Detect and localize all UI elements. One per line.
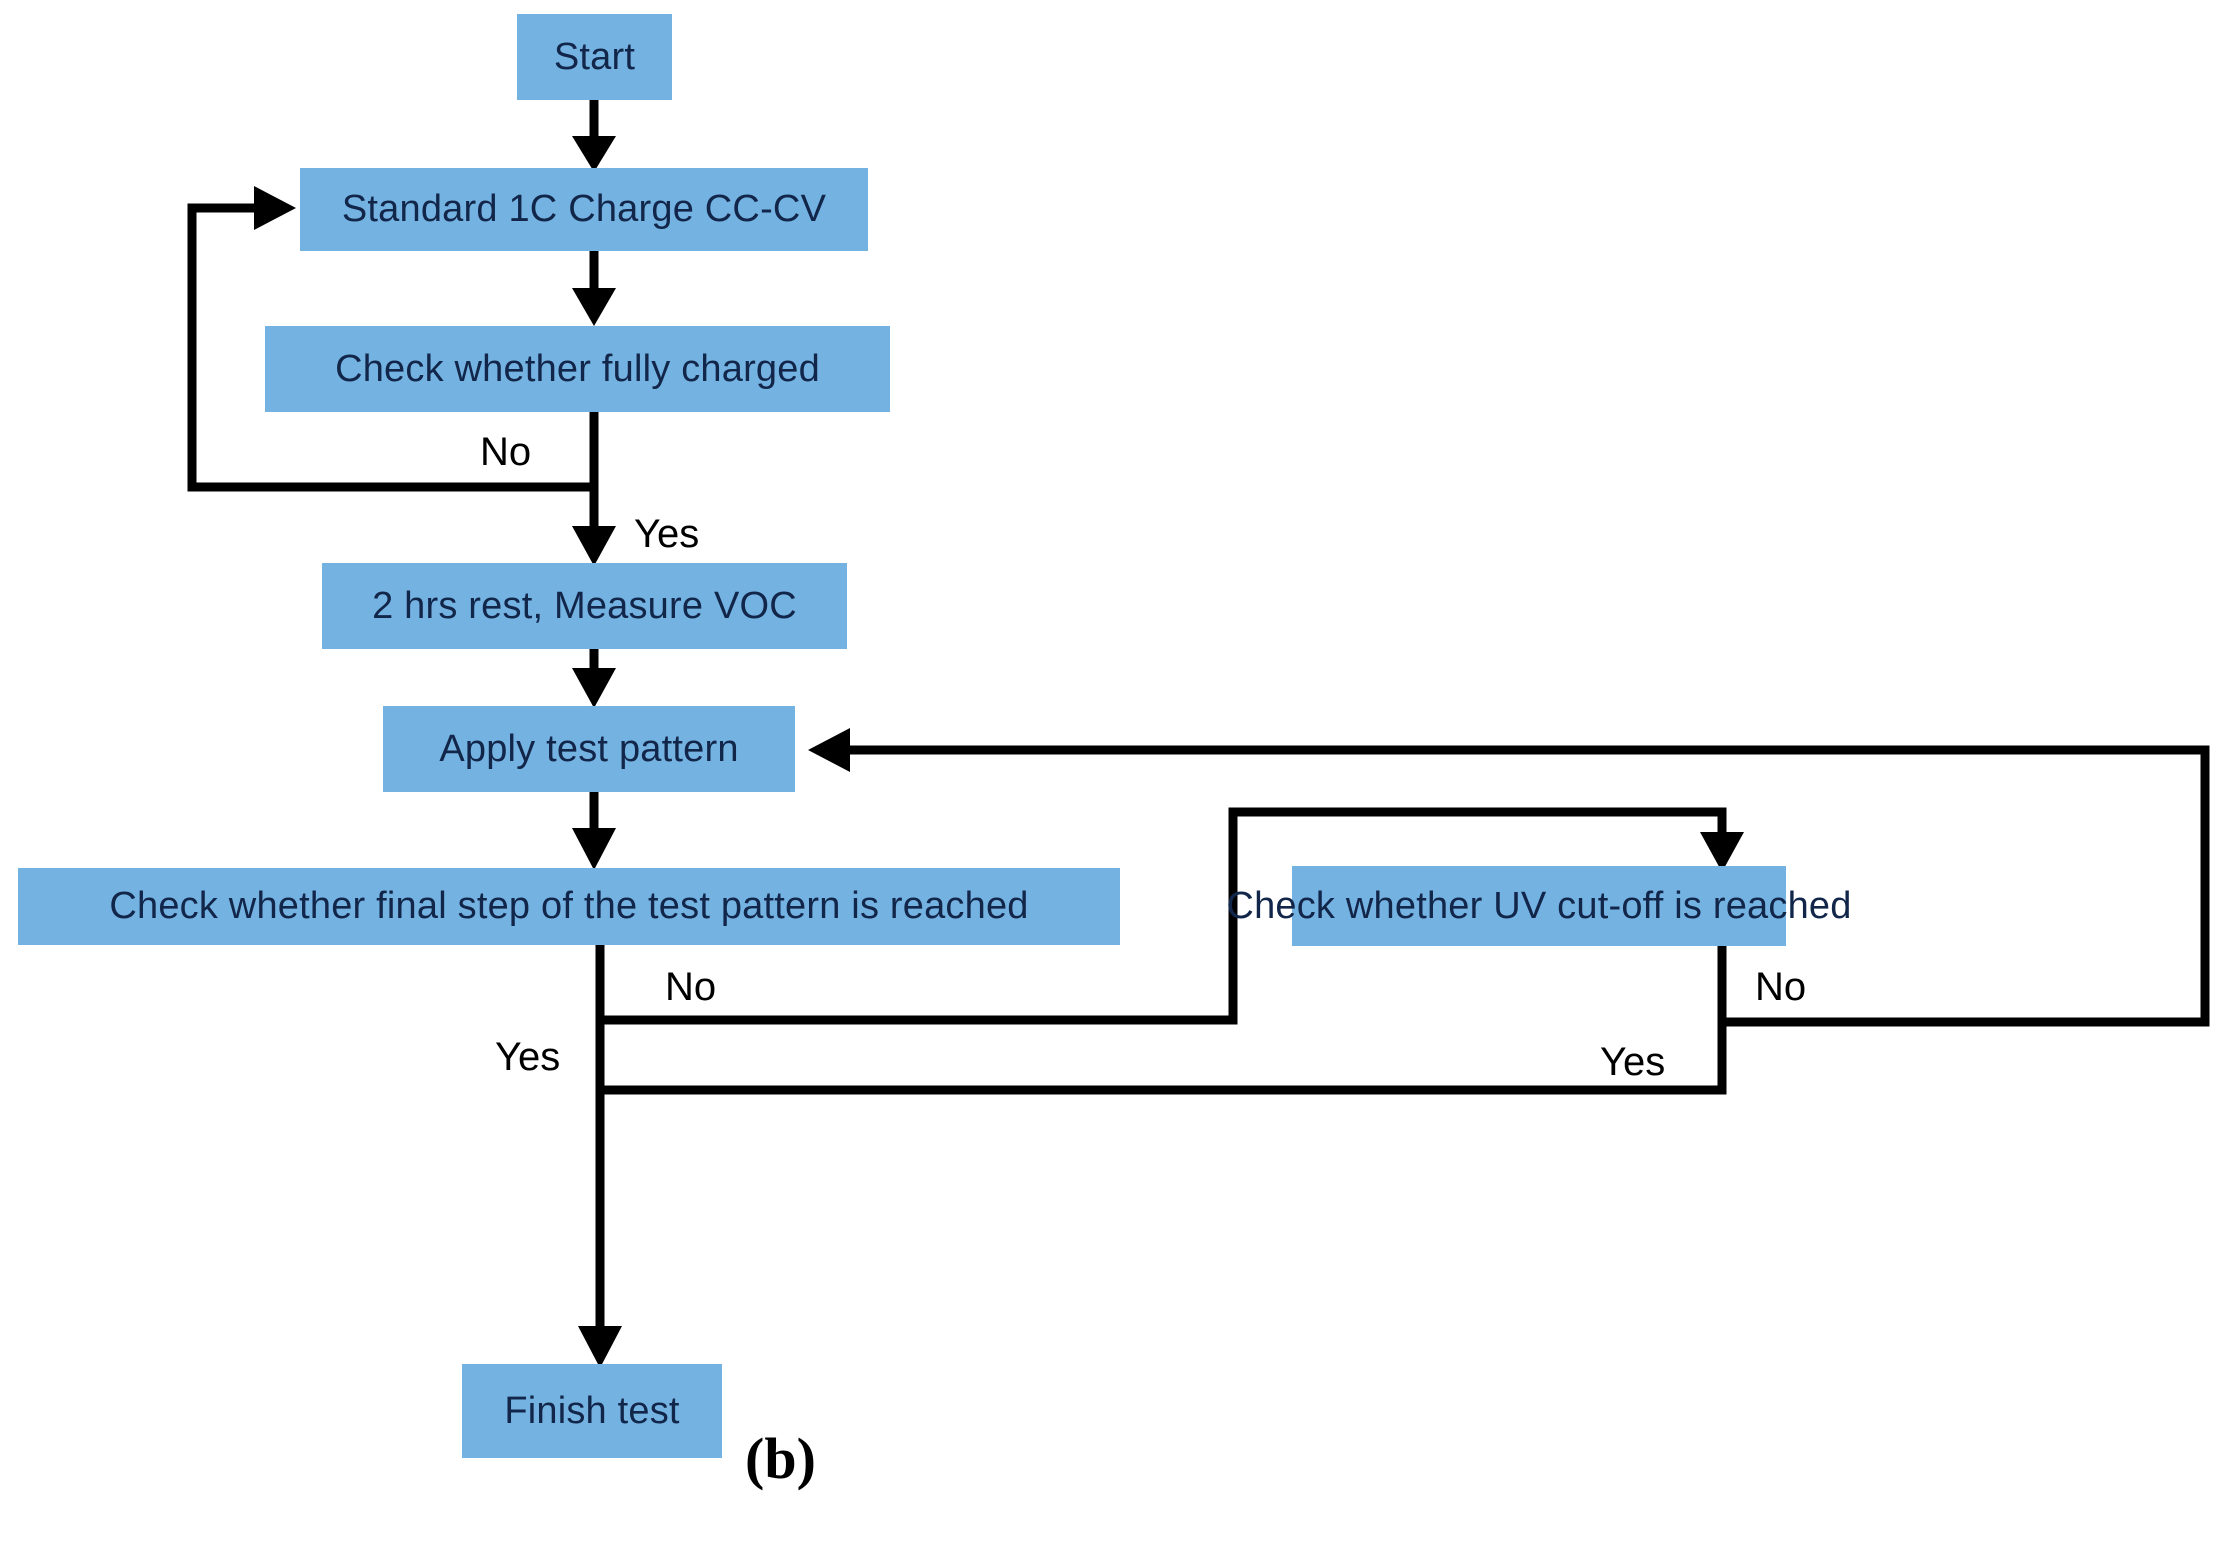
node-check-final-step-label: Check whether final step of the test pat… bbox=[109, 885, 1029, 927]
edge-start-to-charge bbox=[572, 100, 616, 172]
edge-label-no-final-step: No bbox=[665, 965, 717, 1009]
edge-rest-to-apply bbox=[572, 649, 616, 708]
edge-uv-yes-to-trunk bbox=[600, 946, 1727, 1095]
edge-label-yes-final-step: Yes bbox=[495, 1035, 561, 1079]
node-rest-measure-voc-label: 2 hrs rest, Measure VOC bbox=[372, 584, 797, 627]
node-check-fully-charged-label: Check whether fully charged bbox=[335, 347, 820, 390]
edge-charge-to-check bbox=[572, 251, 616, 326]
node-finish-test[interactable]: Finish test bbox=[462, 1364, 722, 1458]
node-apply-test-pattern-label: Apply test pattern bbox=[439, 727, 739, 770]
node-check-fully-charged[interactable]: Check whether fully charged bbox=[265, 326, 890, 412]
edge-label-no-fully-charged: No bbox=[480, 430, 532, 474]
edge-final-no-to-uv bbox=[600, 807, 1744, 1025]
edge-yes-to-rest bbox=[572, 487, 616, 566]
node-check-uv-cutoff[interactable]: Check whether UV cut-off is reached bbox=[1226, 866, 1851, 946]
node-finish-test-label: Finish test bbox=[504, 1389, 680, 1432]
node-standard-charge[interactable]: Standard 1C Charge CC-CV bbox=[300, 168, 868, 251]
edge-label-no-uv-cutoff: No bbox=[1755, 965, 1807, 1009]
edge-label-yes-fully-charged: Yes bbox=[634, 512, 700, 556]
edge-label-yes-uv-cutoff: Yes bbox=[1600, 1040, 1666, 1084]
edge-no-loop-to-charge bbox=[187, 186, 599, 492]
node-rest-measure-voc[interactable]: 2 hrs rest, Measure VOC bbox=[322, 563, 847, 649]
node-check-uv-cutoff-label: Check whether UV cut-off is reached bbox=[1226, 884, 1852, 927]
edge-apply-to-final-check bbox=[572, 792, 616, 870]
node-apply-test-pattern[interactable]: Apply test pattern bbox=[383, 706, 795, 792]
edge-final-trunk bbox=[578, 945, 622, 1368]
node-standard-charge-label: Standard 1C Charge CC-CV bbox=[341, 188, 827, 230]
figure-caption: (b) bbox=[745, 1426, 816, 1491]
node-start[interactable]: Start bbox=[517, 14, 672, 100]
node-start-label: Start bbox=[553, 35, 636, 78]
node-check-final-step[interactable]: Check whether final step of the test pat… bbox=[18, 868, 1120, 945]
